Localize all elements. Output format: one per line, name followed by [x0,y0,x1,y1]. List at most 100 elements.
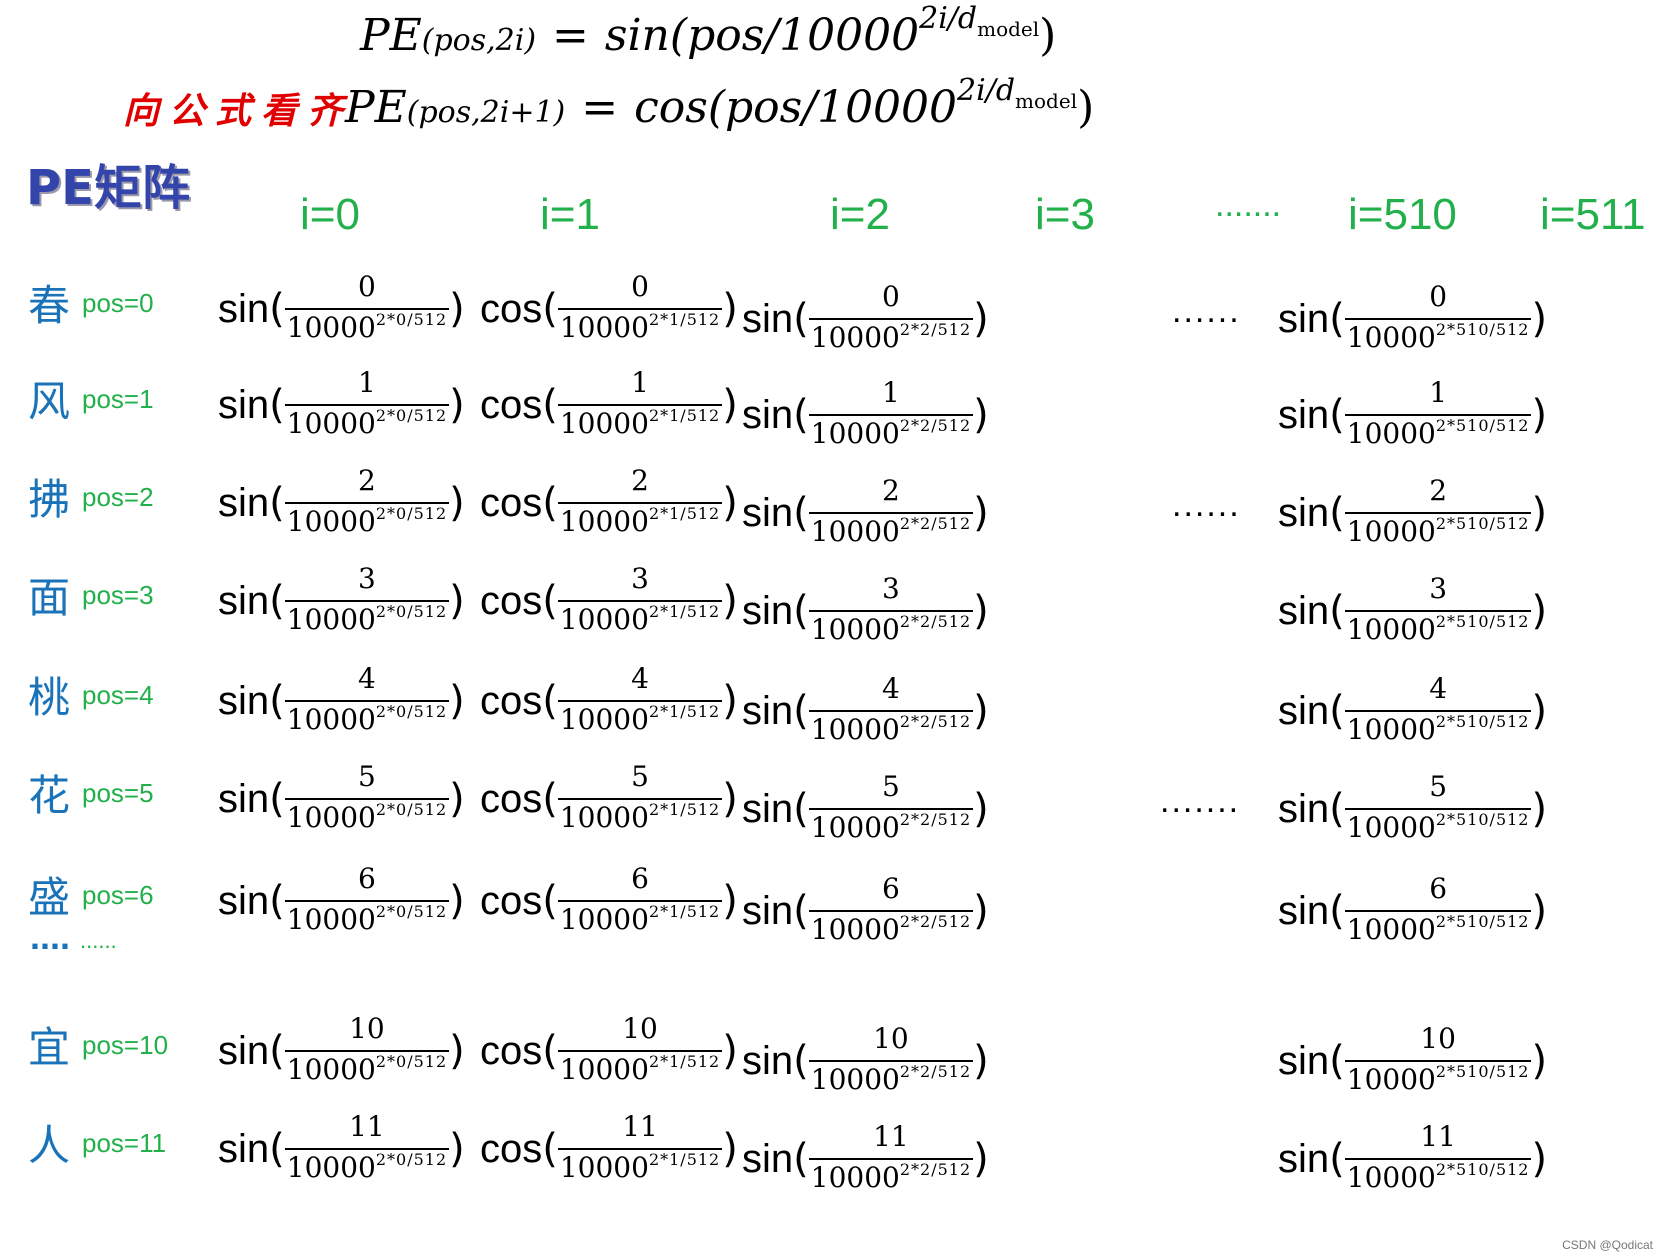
open-paren: ( [793,588,809,634]
close-paren: ) [1531,888,1548,934]
close-paren: ) [449,678,465,724]
open-paren: ( [1329,296,1345,342]
term-function: cos [480,878,543,923]
term-function: sin [218,1028,270,1073]
row-char: 拂 [28,475,71,524]
open-paren: ( [542,382,558,428]
denominator-exponent: 2*0/512 [375,406,448,425]
row-pos-label: pos=3 [82,580,154,610]
formula-odd-close: ) [1077,82,1095,133]
denominator-base: 10000 [810,913,900,946]
denominator: 100002*2/512 [808,808,974,848]
denominator-base: 10000 [1346,811,1436,844]
denominator: 100002*1/512 [557,900,723,940]
term-function: cos [480,578,543,623]
formula-odd-exp: 2i/d [957,73,1016,108]
numerator: 10 [622,1012,658,1045]
term-function: sin [218,878,270,923]
denominator: 100002*0/512 [284,700,450,740]
open-paren: ( [1329,786,1345,832]
row-char: 盛 [28,873,71,922]
open-paren: ( [793,786,809,832]
close-paren: ) [1531,688,1548,734]
denominator-base: 10000 [286,1151,376,1184]
close-paren: ) [722,286,738,332]
denominator: 100002*2/512 [808,610,974,650]
term-function: sin [218,678,270,723]
term-function: sin [1278,1136,1330,1181]
denominator-exponent: 2*510/512 [1435,320,1530,339]
denominator-base: 10000 [559,703,649,736]
formula-even-exp-sub: model [977,17,1040,41]
numerator: 3 [1429,572,1448,605]
open-paren: ( [269,480,285,526]
numerator: 5 [358,760,376,793]
open-paren: ( [793,392,809,438]
open-paren: ( [1329,688,1345,734]
term-function: sin [218,578,270,623]
denominator-base: 10000 [286,311,376,344]
close-paren: ) [1531,490,1548,536]
close-paren: ) [1531,786,1548,832]
term-function: sin [1278,888,1330,933]
denominator: 100002*2/512 [808,910,974,950]
row-pos-label: pos=1 [82,384,154,414]
open-paren: ( [269,878,285,924]
denominator-base: 10000 [810,417,900,450]
term-function: sin [218,286,270,331]
denominator-base: 10000 [1346,515,1436,548]
term-function: cos [480,286,543,331]
row-char: 面 [28,573,71,622]
row-char: 人 [28,1121,71,1170]
term-function: cos [480,1028,543,1073]
term-function: sin [742,490,794,535]
open-paren: ( [793,490,809,536]
numerator: 11 [622,1110,658,1143]
watermark: CSDN @Qodicat [1562,1238,1653,1252]
denominator-exponent: 2*1/512 [648,1150,721,1169]
close-paren: ) [449,578,465,624]
numerator: 1 [631,366,649,399]
numerator: 10 [873,1022,909,1055]
header-i510: i=510 [1348,190,1457,239]
open-paren: ( [542,878,558,924]
row-pos-label: pos=0 [82,288,154,318]
denominator-base: 10000 [286,903,376,936]
numerator: 4 [1429,672,1448,705]
denominator-exponent: 2*2/512 [899,612,972,631]
close-paren: ) [449,1028,465,1074]
open-paren: ( [269,678,285,724]
close-paren: ) [1531,1136,1548,1182]
denominator-base: 10000 [286,603,376,636]
denominator-exponent: 2*510/512 [1435,912,1530,931]
numerator: 6 [358,862,376,895]
denominator-exponent: 2*1/512 [648,504,721,523]
numerator: 10 [1420,1022,1456,1055]
denominator-base: 10000 [559,603,649,636]
open-paren: ( [793,1038,809,1084]
term-function: sin [742,786,794,831]
formula-odd-eq: = [581,82,619,133]
row-char: 风 [28,377,71,426]
open-paren: ( [269,286,285,332]
